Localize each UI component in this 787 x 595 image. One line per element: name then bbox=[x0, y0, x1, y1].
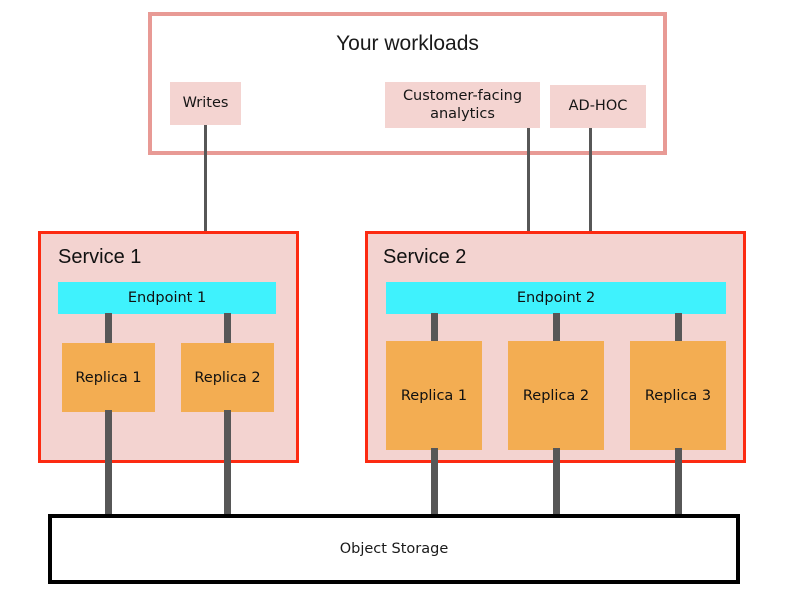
service-1-replica-1[interactable]: Replica 1 bbox=[62, 343, 155, 412]
workloads-title: Your workloads bbox=[336, 32, 479, 55]
service-2-replica-1[interactable]: Replica 1 bbox=[386, 341, 482, 450]
connector-service-2-replica-1-to-storage bbox=[431, 448, 438, 516]
object-storage-box[interactable]: Object Storage bbox=[48, 514, 740, 584]
service-2-replica-2[interactable]: Replica 2 bbox=[508, 341, 604, 450]
connector-endpoint-2-to-replica-2 bbox=[553, 313, 560, 343]
workload-chip-ad-hoc[interactable]: AD-HOC bbox=[550, 85, 646, 128]
connector-endpoint-1-to-replica-1 bbox=[105, 313, 112, 345]
connector-service-2-replica-3-to-storage bbox=[675, 448, 682, 516]
connector-endpoint-1-to-replica-2 bbox=[224, 313, 231, 345]
workload-chip-writes[interactable]: Writes bbox=[170, 82, 241, 125]
workload-chip-customer-facing-analytics[interactable]: Customer-facing analytics bbox=[385, 82, 540, 128]
service-2-label: Service 2 bbox=[383, 246, 467, 268]
service-2-endpoint[interactable]: Endpoint 2 bbox=[386, 282, 726, 314]
connector-endpoint-2-to-replica-3 bbox=[675, 313, 682, 343]
connector-service-1-replica-2-to-storage bbox=[224, 410, 231, 516]
service-2-replica-3[interactable]: Replica 3 bbox=[630, 341, 726, 450]
arrow-adhoc-to-endpoint-2-line bbox=[589, 128, 592, 263]
service-1-endpoint[interactable]: Endpoint 1 bbox=[58, 282, 276, 314]
arrow-writes-to-endpoint-1-line bbox=[204, 125, 207, 263]
connector-endpoint-2-to-replica-1 bbox=[431, 313, 438, 343]
arrow-analytics-to-endpoint-2-line bbox=[527, 128, 530, 263]
service-1-replica-2[interactable]: Replica 2 bbox=[181, 343, 274, 412]
connector-service-1-replica-1-to-storage bbox=[105, 410, 112, 516]
service-1-label: Service 1 bbox=[58, 246, 142, 268]
connector-service-2-replica-2-to-storage bbox=[553, 448, 560, 516]
